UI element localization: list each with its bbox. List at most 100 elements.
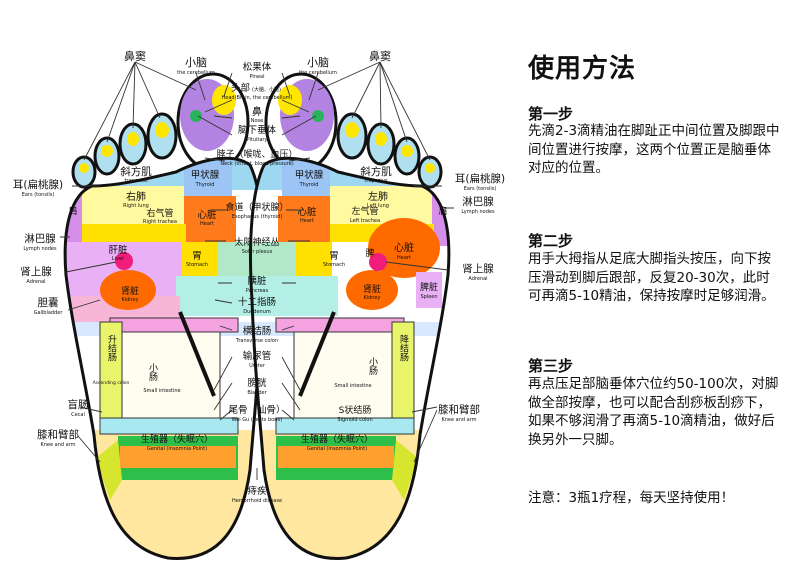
- label-lymph-right-en: Lymph nodes: [461, 209, 495, 215]
- label-liver: 肝脏: [108, 244, 128, 256]
- label-stomach-left: 胃: [192, 251, 202, 262]
- label-sigmoid-colon: S状结肠: [339, 404, 372, 416]
- left-toe-2-sinus: [155, 122, 169, 138]
- label-ear-right-en: Ears (tonsils): [464, 186, 497, 192]
- label-ear-left-en: Ears (tonsils): [22, 192, 55, 198]
- label-trapezius-left-en: trapezius: [124, 178, 148, 184]
- left-ureter-line: [178, 311, 216, 397]
- label-neck: 脖子（喉咙、血压）: [216, 148, 297, 160]
- label-kidney-right-en: Kidney: [363, 295, 380, 301]
- right-transverse-colon: [275, 317, 405, 333]
- label-right-lung: 右肺: [126, 190, 146, 203]
- step-1-text: 先滴2-3滴精油在脚趾正中间位置及脚跟中间位置进行按摩，这两个位置正是脑垂体对应…: [528, 123, 780, 176]
- label-solar-plexus-en: Solar plexus: [242, 249, 273, 255]
- label-heart-big-en: Heart: [397, 255, 411, 261]
- foot-reflexology-diagram: 鼻窦 鼻窦 小脑 the cerebellum 小脑 the cerebellu…: [13, 49, 505, 560]
- label-small-intestine-left: 小肠: [147, 363, 158, 382]
- left-stomach-zone: [182, 242, 218, 276]
- label-ascending-colon: 升结肠: [106, 334, 117, 362]
- label-thyroid-right-en: Thyroid: [299, 182, 319, 188]
- left-heart-zone: [184, 196, 236, 242]
- label-heart-right: 心脏: [297, 206, 317, 218]
- label-genital-right-en: Genital (insomnia Point): [307, 446, 367, 452]
- label-stomach-right: 胃: [329, 251, 339, 262]
- label-sinus-left: 鼻窦: [124, 49, 146, 63]
- label-transverse-colon-en: Transverse colon: [235, 338, 278, 344]
- label-right-lung-en: Right lung: [123, 203, 149, 209]
- label-head-note: (大脑、小脑): [252, 86, 281, 93]
- label-small-intestine-left-en: Small intestine: [143, 388, 180, 394]
- label-duodenum-en: Duodenum: [243, 309, 271, 315]
- left-genital-band: [120, 446, 236, 468]
- label-kidney-left: 肾脏: [121, 285, 139, 297]
- label-pituitary-en: Pituitary: [247, 137, 268, 143]
- label-cerebellum-right-en: the cerebellum: [299, 70, 337, 76]
- label-esophagus-en: Esophagus (thyroid): [232, 214, 282, 220]
- right-lung-zone: [330, 186, 449, 224]
- label-ear-right: 耳(扁桃腺): [455, 172, 505, 185]
- label-coccyx-en: Wei Gu (cents bone): [232, 417, 283, 423]
- label-pineal: 松果体: [243, 61, 272, 73]
- right-sigmoid-colon: [275, 417, 415, 435]
- label-ascending-colon-en: Ascending colon: [93, 380, 130, 386]
- label-trapezius-right-en: trapezius: [364, 178, 388, 184]
- left-trachea-zone: [82, 224, 186, 242]
- label-small-intestine-right-en: Small intestine: [334, 383, 371, 389]
- label-right-trachea: 右气管: [146, 207, 173, 219]
- left-knee-zone: [96, 440, 122, 500]
- label-sinus-right: 鼻窦: [369, 49, 391, 63]
- label-trapezius-right: 斜方肌: [360, 165, 392, 178]
- label-neck-en: Neck (throat, blood pressure): [220, 161, 293, 167]
- label-coccyx: 尾骨（仙骨）: [228, 404, 285, 416]
- label-bladder: 膀胱: [247, 377, 267, 389]
- step-3-heading: 第三步: [528, 357, 574, 375]
- right-ureter-line: [298, 311, 336, 397]
- label-transverse-colon: 横结肠: [243, 325, 272, 337]
- label-small-intestine-right: 小肠: [367, 357, 378, 376]
- right-pituitary-zone: [312, 110, 324, 122]
- instructions-panel: 使用方法 第一步 先滴2-3滴精油在脚趾正中间位置及脚跟中间位置进行按摩，这两个…: [528, 0, 790, 574]
- label-sigmoid-colon-en: Sigmoid colon: [337, 417, 372, 423]
- right-foot: [249, 72, 451, 560]
- label-left-trachea: 左气管: [351, 205, 378, 217]
- label-gallbladder: 胆囊: [38, 296, 59, 309]
- label-heart-big: 心脏: [394, 241, 414, 254]
- label-stomach-right-en: Stomach: [323, 262, 345, 268]
- left-foot: [63, 72, 265, 560]
- right-heart-small-zone: [278, 196, 330, 242]
- label-knee-right-en: Knee and arm: [441, 417, 476, 423]
- label-shoulder-right: 肩: [438, 205, 447, 217]
- label-descending-colon: 降结肠: [398, 333, 409, 362]
- label-cerebellum-left-en: the cerebellum: [177, 70, 215, 76]
- leader-lines: [60, 61, 454, 480]
- label-liver-en: Liver: [112, 256, 125, 262]
- left-pituitary-zone: [190, 110, 202, 122]
- label-ureter: 输尿管: [243, 350, 272, 362]
- right-solar-zone: [250, 242, 296, 276]
- step-2-text: 用手大拇指从足底大脚指头按压，向下按压滑动到脚后跟部，反复20-30次，此时可再…: [528, 251, 775, 304]
- right-adrenal-zone: [369, 253, 387, 271]
- label-head: 头部: [231, 82, 250, 94]
- label-ear-left: 耳(扁桃腺): [13, 178, 63, 191]
- label-spleen: 脾: [365, 247, 374, 259]
- label-pituitary: 脑下垂体: [238, 124, 277, 136]
- label-pineal-en: Pineal: [250, 74, 265, 80]
- label-heart-left: 心脏: [197, 209, 217, 221]
- right-pineal-zone: [278, 85, 302, 115]
- left-lung-zone: [65, 186, 185, 224]
- label-adrenal-left: 肾上腺: [20, 265, 52, 278]
- label-knee-right: 膝和臂部: [438, 403, 480, 416]
- label-cecum: 盲肠: [68, 398, 89, 411]
- usage-note: 注意：3瓶1疗程，每天坚持使用！: [528, 490, 735, 506]
- label-ureter-en: Ureter: [249, 363, 266, 369]
- label-left-trachea-en: Left trachea: [350, 218, 380, 224]
- label-adrenal-right-en: Adrenal: [468, 276, 487, 282]
- label-cerebellum-left: 小脑: [185, 56, 207, 69]
- label-kidney-right: 肾脏: [363, 283, 381, 295]
- label-thyroid-right: 甲状腺: [295, 169, 324, 181]
- label-genital-right: 生殖器（失眠穴）: [301, 433, 373, 445]
- label-thyroid-left: 甲状腺: [191, 169, 220, 181]
- left-transverse-colon: [109, 317, 239, 333]
- left-lower-colon: [99, 417, 239, 435]
- label-lymph-left-en: Lymph nodes: [23, 246, 57, 252]
